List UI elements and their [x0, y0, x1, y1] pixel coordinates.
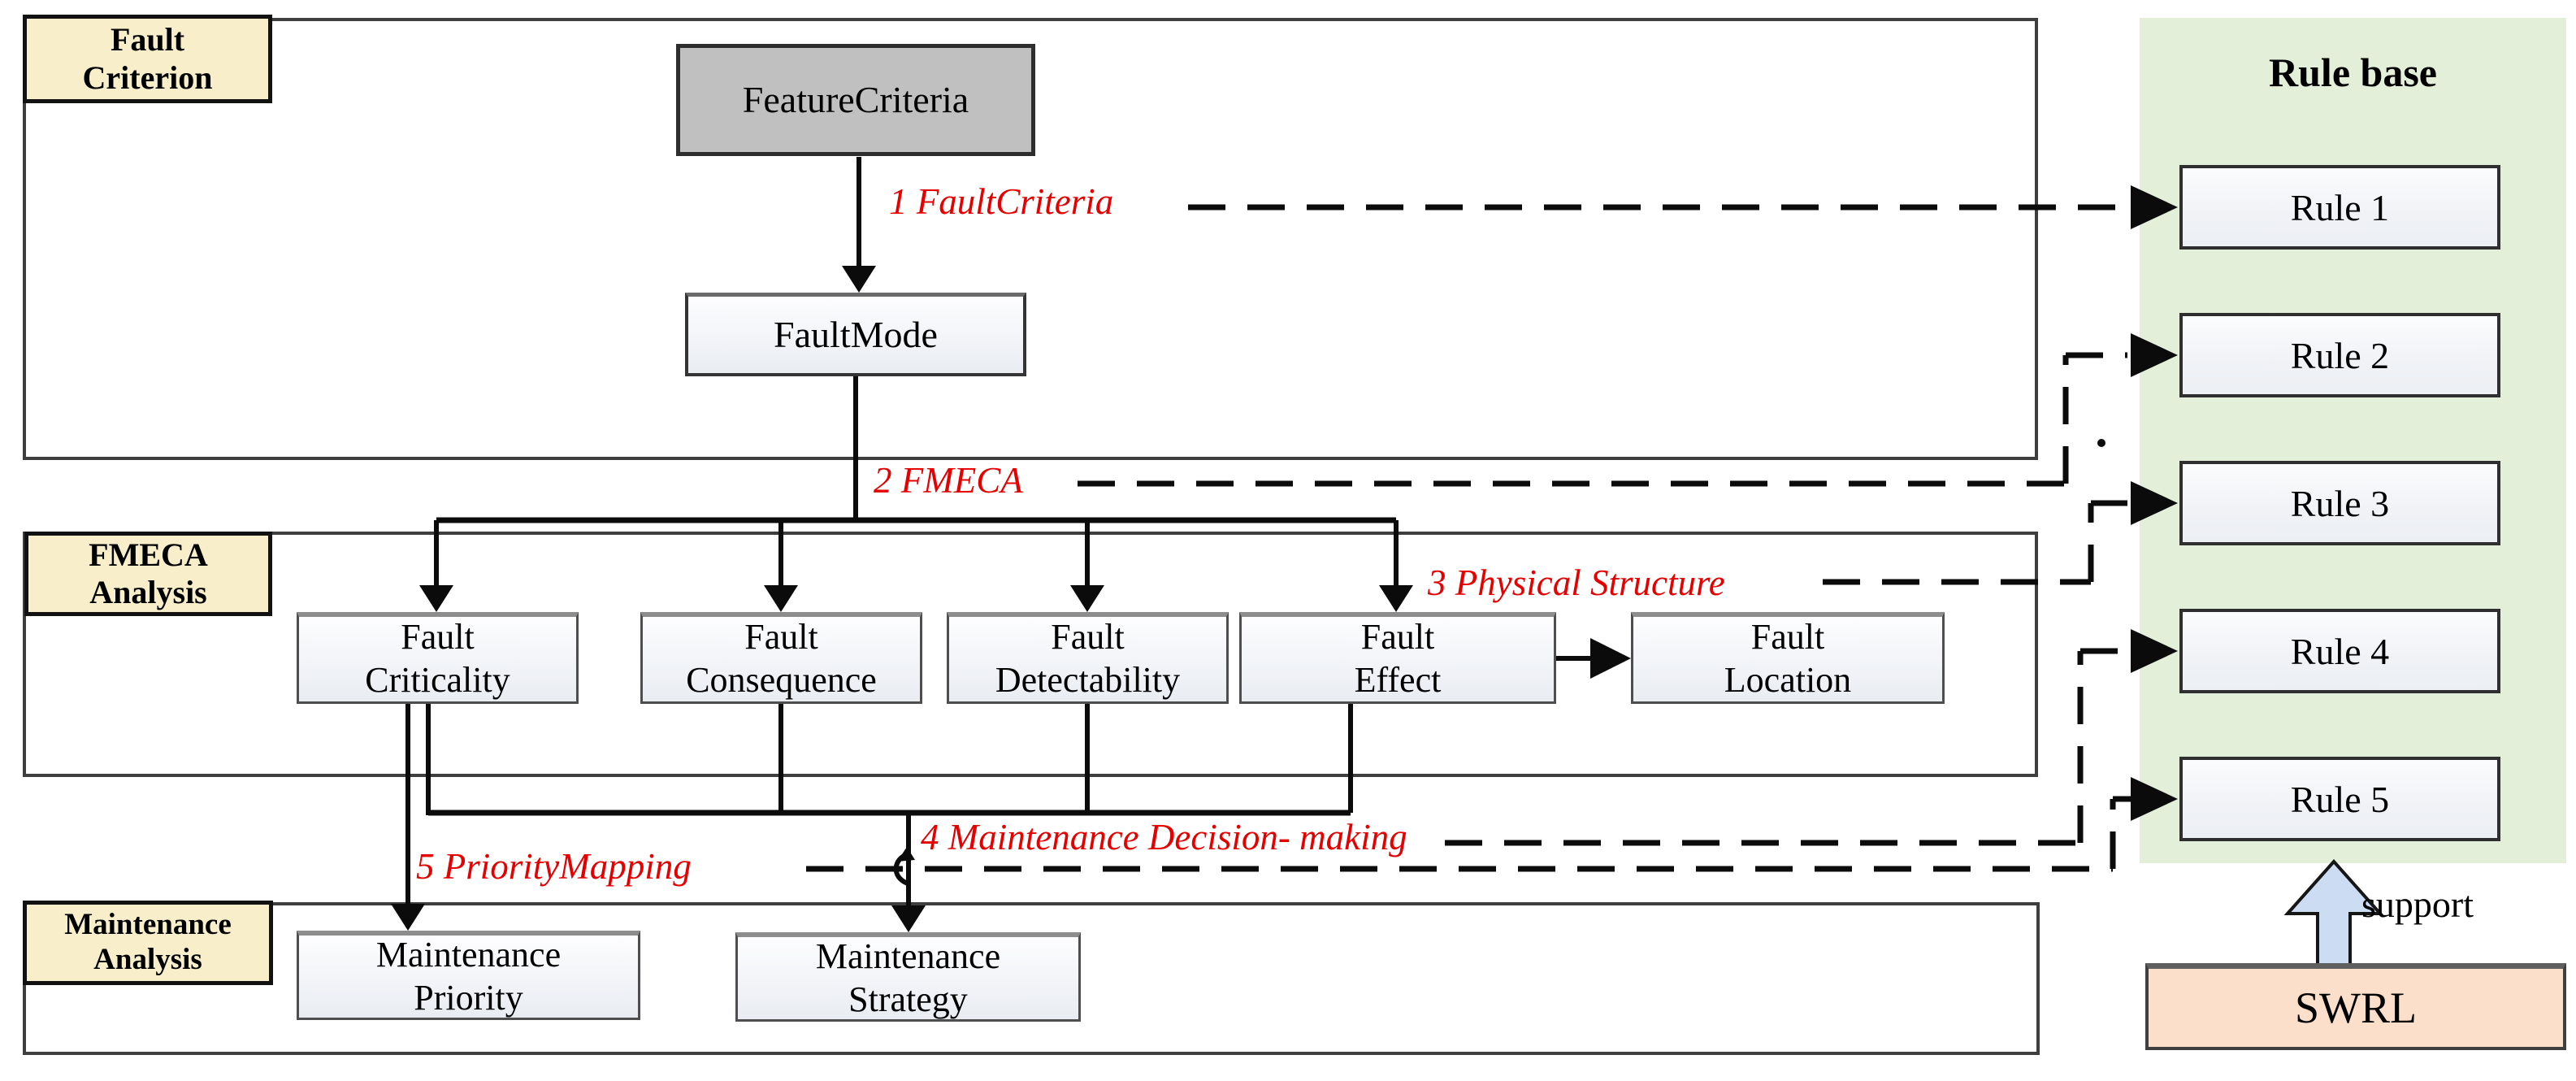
node-maintenance-strategy: Maintenance Strategy — [735, 932, 1081, 1022]
rule-1-label: Rule 1 — [2290, 186, 2390, 228]
stray-dot — [2097, 439, 2105, 447]
label-fault-criterion-line1: Fault — [110, 21, 185, 59]
arrowhead-rule3 — [2131, 481, 2178, 525]
node-fault-effect-line2: Effect — [1354, 660, 1442, 700]
swrl-box: SWRL — [2145, 963, 2566, 1050]
rule-3-box: Rule 3 — [2179, 461, 2500, 545]
rule-1-box: Rule 1 — [2179, 165, 2500, 250]
arrowhead-fault-effect — [1379, 585, 1413, 612]
node-fault-consequence: Fault Consequence — [640, 612, 922, 704]
edge-label-2: 2 FMECA — [874, 460, 1023, 501]
node-feature-criteria-label: FeatureCriteria — [742, 79, 969, 121]
section-fault-criterion — [23, 18, 2038, 460]
rule-5-box: Rule 5 — [2179, 757, 2500, 841]
rule-4-label: Rule 4 — [2290, 630, 2390, 672]
label-fault-criterion-line2: Criterion — [82, 59, 213, 96]
arrowhead-fault-consequence — [764, 585, 798, 612]
swrl-label: SWRL — [2294, 983, 2417, 1032]
node-fault-criticality: Fault Criticality — [297, 612, 579, 704]
arrowhead-rule5 — [2131, 777, 2178, 821]
label-maintenance-analysis: Maintenance Analysis — [23, 901, 273, 985]
node-fault-location-line1: Fault — [1750, 617, 1825, 658]
label-maintenance-line1: Maintenance — [64, 908, 232, 942]
node-fault-consequence-line1: Fault — [744, 617, 818, 658]
edge-label-1: 1 FaultCriteria — [889, 181, 1114, 222]
node-maintenance-strategy-line1: Maintenance — [815, 936, 1001, 976]
rule-base-title: Rule base — [2269, 50, 2437, 95]
edge-label-3: 3 Physical Structure — [1428, 562, 1725, 603]
label-fmeca-line2: Analysis — [89, 574, 207, 610]
node-fault-mode-label: FaultMode — [774, 314, 938, 356]
node-maintenance-strategy-line2: Strategy — [848, 979, 968, 1019]
rule-5-label: Rule 5 — [2290, 778, 2390, 820]
node-fault-mode: FaultMode — [685, 293, 1026, 376]
node-fault-location-line2: Location — [1724, 660, 1852, 700]
arrowhead-maintenance-priority — [391, 904, 425, 931]
arrowhead-maintenance-strategy — [891, 905, 926, 932]
node-fault-location: Fault Location — [1631, 612, 1945, 704]
node-fault-detectability-line1: Fault — [1051, 617, 1125, 658]
node-fault-consequence-line2: Consequence — [686, 660, 877, 700]
label-maintenance-line2: Analysis — [93, 943, 202, 976]
arrowhead-rule2 — [2131, 333, 2178, 377]
rule-base-panel: Rule base — [2140, 18, 2566, 863]
node-maintenance-priority-line2: Priority — [414, 977, 523, 1018]
node-fault-detectability-line2: Detectability — [995, 660, 1181, 700]
arrowhead-rule4 — [2131, 629, 2178, 673]
section-fmeca-analysis — [23, 532, 2038, 777]
node-feature-criteria: FeatureCriteria — [676, 44, 1035, 156]
arrowhead-fault-criticality — [419, 585, 453, 612]
node-fault-criticality-line1: Fault — [401, 617, 475, 658]
node-fault-effect: Fault Effect — [1239, 612, 1556, 704]
hop-arrow-tip — [897, 847, 915, 862]
edge-label-4: 4 Maintenance Decision- making — [921, 817, 1407, 857]
edge-label-5: 5 PriorityMapping — [416, 846, 692, 887]
arrowhead-rule1 — [2131, 185, 2178, 229]
label-fmeca-line1: FMECA — [89, 536, 208, 573]
node-maintenance-priority-line1: Maintenance — [375, 934, 562, 975]
rule-4-box: Rule 4 — [2179, 609, 2500, 693]
node-maintenance-priority: Maintenance Priority — [297, 931, 640, 1020]
rule-2-label: Rule 2 — [2290, 334, 2390, 376]
label-fmeca-analysis: FMECA Analysis — [24, 532, 272, 616]
support-label: support — [2361, 883, 2474, 925]
label-fault-criterion: Fault Criterion — [23, 15, 272, 103]
node-fault-detectability: Fault Detectability — [947, 612, 1229, 704]
node-fault-criticality-line2: Criticality — [365, 660, 510, 700]
arrowhead-faultmode — [842, 266, 876, 293]
rule-2-box: Rule 2 — [2179, 313, 2500, 397]
support-arrow — [2283, 858, 2384, 967]
node-fault-effect-line1: Fault — [1360, 617, 1435, 658]
rule-3-label: Rule 3 — [2290, 482, 2390, 524]
arrowhead-fault-location — [1590, 638, 1631, 679]
arrowhead-fault-detectability — [1070, 585, 1104, 612]
